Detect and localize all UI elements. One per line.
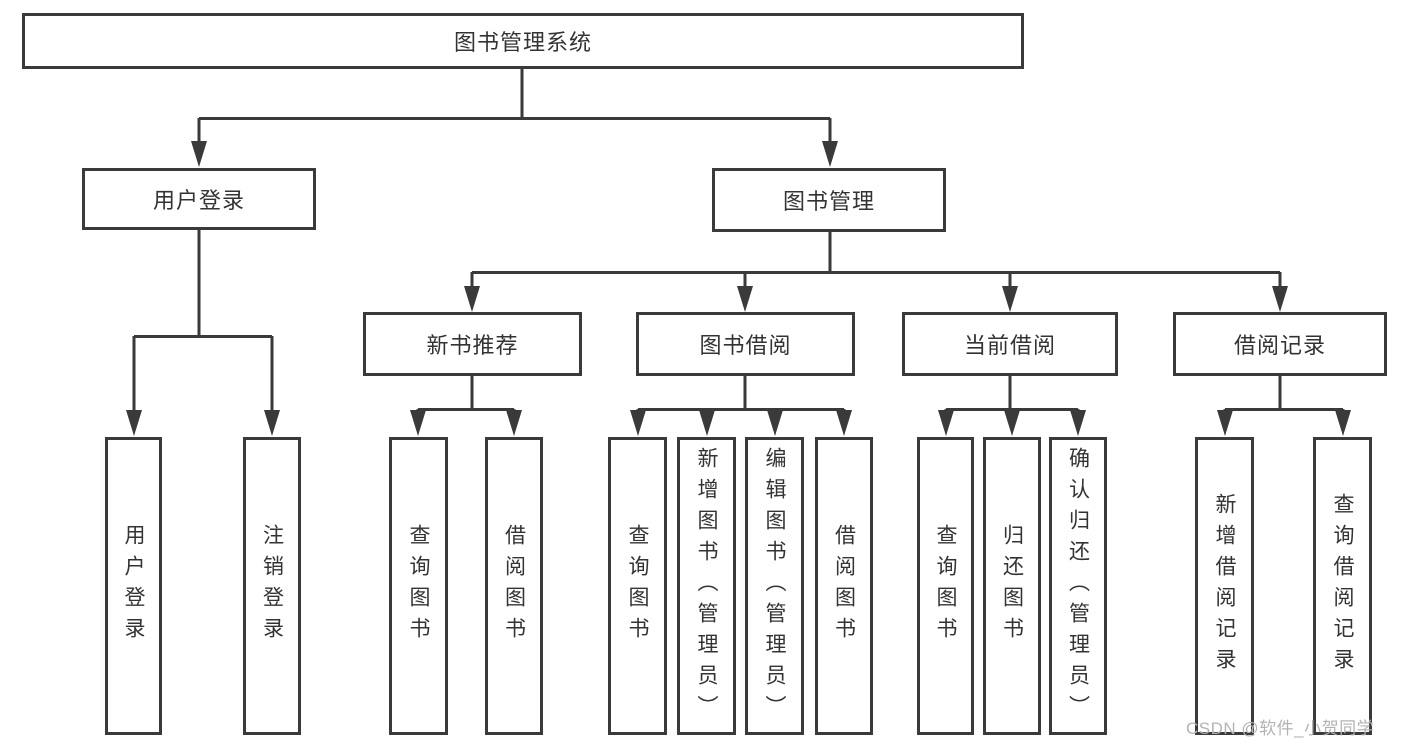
leaf-user-login-label: 用户登录 xyxy=(122,524,145,648)
node-current-borrowing: 当前借阅 xyxy=(902,312,1118,376)
leaf-newbook-query-books: 查询图书 xyxy=(389,437,448,735)
csdn-watermark: CSDN @软件_小贺同学 xyxy=(1186,719,1375,738)
leaf-newbook-query-books-label: 查询图书 xyxy=(407,524,430,648)
leaf-current-confirm-return-admin: 确认归还（管理员） xyxy=(1049,437,1107,735)
leaf-borrow-query-books-label: 查询图书 xyxy=(626,524,649,648)
leaf-borrow-add-books-admin: 新增图书（管理员） xyxy=(677,437,736,735)
leaf-newbook-borrow-books: 借阅图书 xyxy=(485,437,543,735)
leaf-record-add-borrow-record: 新增借阅记录 xyxy=(1195,437,1254,735)
node-borrowing-records: 借阅记录 xyxy=(1173,312,1387,376)
leaf-record-query-borrow-record-label: 查询借阅记录 xyxy=(1331,493,1354,679)
leaf-borrow-query-books: 查询图书 xyxy=(608,437,667,735)
leaf-logout: 注销登录 xyxy=(243,437,301,735)
leaf-borrow-edit-books-admin: 编辑图书（管理员） xyxy=(745,437,804,735)
leaf-current-query-books: 查询图书 xyxy=(917,437,974,735)
leaf-borrow-borrow-books-label: 借阅图书 xyxy=(832,524,856,648)
node-new-book-recommend: 新书推荐 xyxy=(363,312,582,376)
node-user-login: 用户登录 xyxy=(82,168,316,230)
leaf-record-query-borrow-record: 查询借阅记录 xyxy=(1313,437,1372,735)
leaf-borrow-edit-books-admin-label: 编辑图书（管理员） xyxy=(763,446,786,726)
leaf-logout-label: 注销登录 xyxy=(260,524,284,648)
leaf-newbook-borrow-books-label: 借阅图书 xyxy=(502,524,526,648)
node-book-management: 图书管理 xyxy=(712,168,946,232)
leaf-current-query-books-label: 查询图书 xyxy=(934,524,957,648)
leaf-borrow-add-books-admin-label: 新增图书（管理员） xyxy=(695,446,718,726)
leaf-current-return-books: 归还图书 xyxy=(983,437,1041,735)
leaf-current-confirm-return-admin-label: 确认归还（管理员） xyxy=(1066,446,1090,726)
leaf-user-login: 用户登录 xyxy=(105,437,162,735)
leaf-borrow-borrow-books: 借阅图书 xyxy=(815,437,873,735)
node-library-system: 图书管理系统 xyxy=(22,13,1024,69)
leaf-current-return-books-label: 归还图书 xyxy=(1000,524,1024,648)
arrowheads xyxy=(126,141,1351,436)
leaf-record-add-borrow-record-label: 新增借阅记录 xyxy=(1213,493,1236,679)
node-book-borrowing: 图书借阅 xyxy=(636,312,855,376)
